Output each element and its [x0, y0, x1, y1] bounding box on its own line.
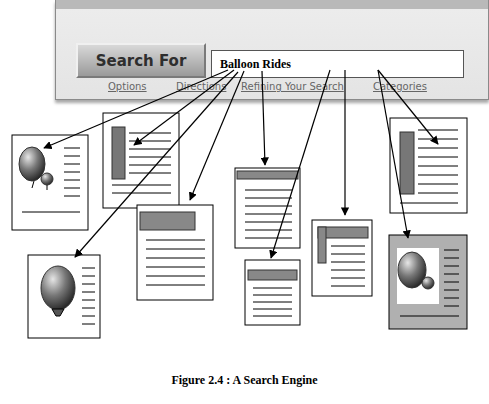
result-page	[235, 168, 300, 248]
result-page	[28, 255, 100, 338]
link-text: Options	[108, 81, 147, 92]
link-text: Categories	[373, 81, 427, 92]
result-page	[12, 135, 88, 230]
result-page	[245, 260, 300, 325]
button-label: Search For	[96, 52, 187, 70]
link-text: Refining Your Search	[241, 81, 344, 92]
result-page	[103, 113, 179, 208]
toolbar-panel: Search For Balloon RidesOptions Directions…	[55, 0, 489, 100]
result-pages	[12, 113, 467, 338]
search-field: Balloon Rides	[211, 50, 464, 78]
result-page	[390, 118, 467, 213]
figure-caption: Figure 2.4 : A Search Engine	[0, 373, 489, 388]
link-text: Directions	[176, 81, 226, 92]
search-query: Balloon Rides	[220, 57, 291, 72]
result-page	[312, 220, 372, 296]
search-button: Search For	[76, 43, 206, 78]
result-page	[389, 235, 467, 329]
result-page	[137, 205, 213, 300]
